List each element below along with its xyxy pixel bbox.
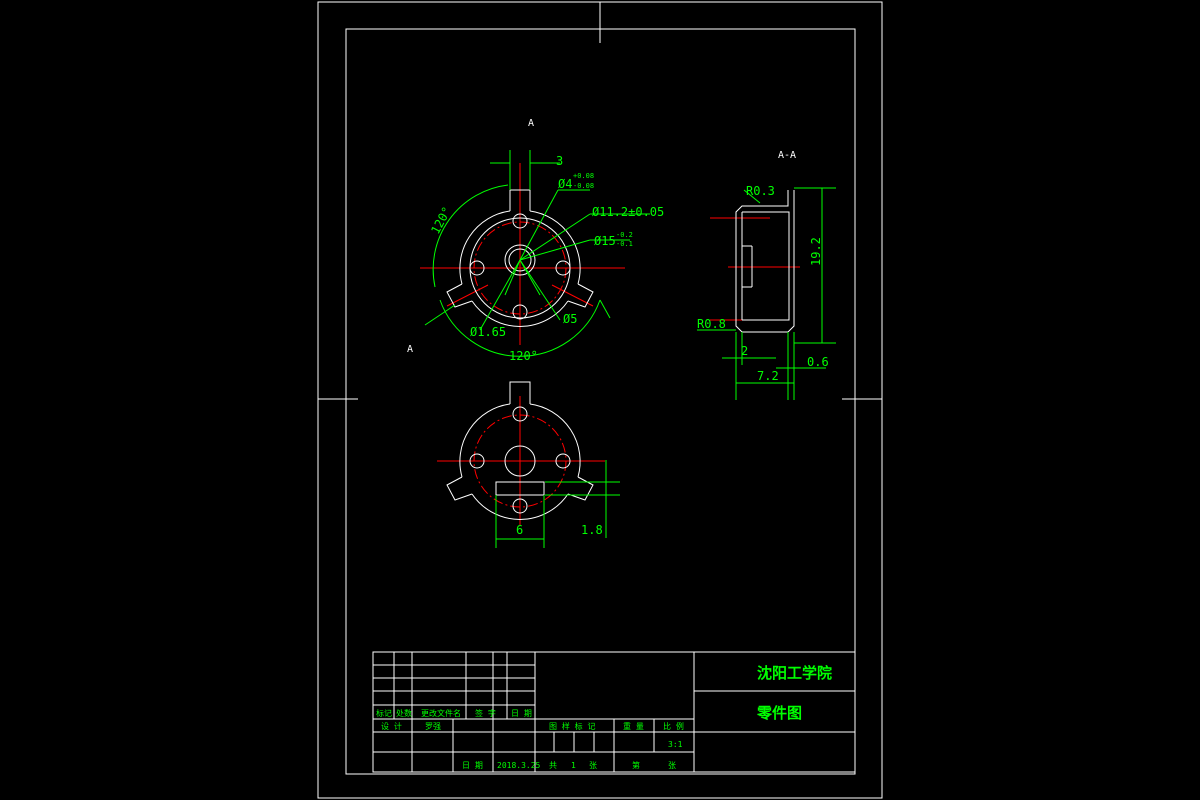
date-value: 2018.3.25: [497, 761, 541, 770]
dim-small-hole: Ø1.65: [470, 325, 506, 339]
dim-thick-0-6: 0.6: [807, 355, 829, 369]
dim-thick-2: 2: [741, 344, 748, 358]
stage-label: 图 样 标 记: [549, 721, 595, 731]
design-label: 设 计: [381, 721, 402, 731]
weight-label: 重 量: [623, 721, 644, 731]
page-unit: 张: [668, 761, 676, 770]
scale-value: 3:1: [668, 740, 683, 749]
section-mark-top: A: [528, 118, 534, 129]
school-name: 沈阳工学院: [757, 664, 832, 682]
dim-width-3: 3: [556, 154, 563, 168]
dim-angle-bottom: 120°: [509, 349, 538, 363]
dim-pcd: Ø11.2±0.05: [592, 205, 664, 219]
dim-slot-1-8: 1.8: [581, 523, 603, 537]
dim-outer-d15: Ø15: [594, 234, 616, 248]
title-block: [372, 651, 856, 773]
section-mark-bottom: A: [407, 344, 413, 355]
dim-slot-6: 6: [516, 523, 523, 537]
dim-height-19-2: 19.2: [809, 237, 823, 266]
scale-label: 比 例: [663, 721, 684, 731]
dim-radius-bottom: R0.8: [697, 317, 726, 331]
section-view: [697, 187, 836, 400]
dim-outer-d15-tol-lower: -0.1: [616, 240, 633, 248]
dim-radius-top: R0.3: [746, 184, 775, 198]
sheets-label: 共: [549, 761, 557, 770]
rev-label-count: 处数: [396, 708, 412, 718]
rev-label-sign: 签 字: [475, 708, 496, 718]
dim-hole-d4-tol-lower: -0.08: [573, 182, 594, 190]
dim-total-7-2: 7.2: [757, 369, 779, 383]
sheets-count: 1: [571, 761, 576, 770]
bottom-view: [437, 381, 620, 548]
drawing-frame: [317, 1, 883, 799]
dim-hole-d4: Ø4: [558, 177, 572, 191]
dim-center-d5: Ø5: [563, 312, 577, 326]
section-title: A-A: [778, 150, 796, 161]
dim-hole-d4-tol-upper: +0.08: [573, 172, 594, 180]
page-label: 第: [632, 760, 640, 770]
rev-label-file: 更改文件名: [421, 708, 461, 718]
sheets-unit: 张: [589, 761, 597, 770]
rev-label-date: 日 期: [511, 709, 532, 718]
dim-angle-top: 120°: [428, 204, 454, 236]
dim-outer-d15-tol-upper: -0.2: [616, 231, 633, 239]
date-label: 日 期: [462, 761, 483, 770]
top-view: [420, 150, 650, 357]
rev-label-mark: 标记: [376, 708, 392, 718]
designer-name: 罗强: [425, 722, 441, 731]
drawing-name: 零件图: [756, 704, 802, 722]
